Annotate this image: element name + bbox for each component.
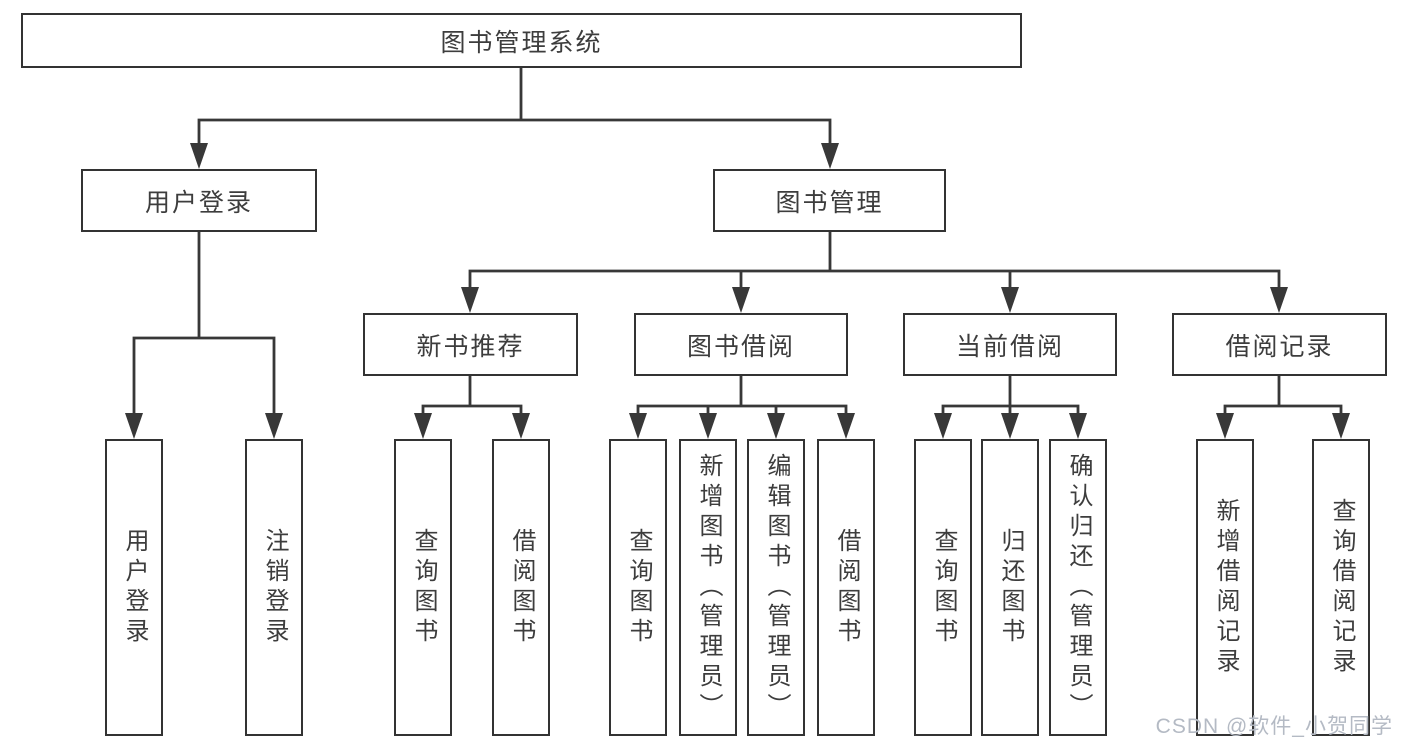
leaf-query-books-recommend: 查询图书 [394, 439, 452, 736]
connector-new-book-to-leaves [414, 376, 530, 439]
node-book-borrow: 图书借阅 [634, 313, 848, 376]
connector-book-management-to-level3 [461, 232, 1288, 313]
connector-root-to-level2 [190, 68, 839, 169]
leaf-borrow-books-recommend: 借阅图书 [492, 439, 550, 736]
node-root-system: 图书管理系统 [21, 13, 1022, 68]
connector-user-login-to-leaves [125, 232, 283, 439]
node-new-book-recommend: 新书推荐 [363, 313, 578, 376]
leaf-user-login: 用户登录 [105, 439, 163, 736]
leaf-edit-books-admin: 编辑图书（管理员） [747, 439, 805, 736]
leaf-logout-login: 注销登录 [245, 439, 303, 736]
connector-book-borrow-to-leaves [629, 376, 855, 439]
leaf-query-books-borrow: 查询图书 [609, 439, 667, 736]
leaf-confirm-return-admin: 确认归还（管理员） [1049, 439, 1107, 736]
leaf-query-books-current: 查询图书 [914, 439, 972, 736]
leaf-borrow-books: 借阅图书 [817, 439, 875, 736]
node-book-management: 图书管理 [713, 169, 946, 232]
leaf-return-books: 归还图书 [981, 439, 1039, 736]
leaf-add-books-admin: 新增图书（管理员） [679, 439, 737, 736]
connector-current-borrow-to-leaves [934, 376, 1087, 439]
connector-borrow-records-to-leaves [1216, 376, 1350, 439]
node-current-borrow: 当前借阅 [903, 313, 1117, 376]
leaf-add-borrow-record: 新增借阅记录 [1196, 439, 1254, 736]
leaf-query-borrow-record: 查询借阅记录 [1312, 439, 1370, 736]
node-borrow-records: 借阅记录 [1172, 313, 1387, 376]
csdn-watermark: CSDN @软件_小贺同学 [1155, 715, 1393, 738]
node-user-login: 用户登录 [81, 169, 317, 232]
